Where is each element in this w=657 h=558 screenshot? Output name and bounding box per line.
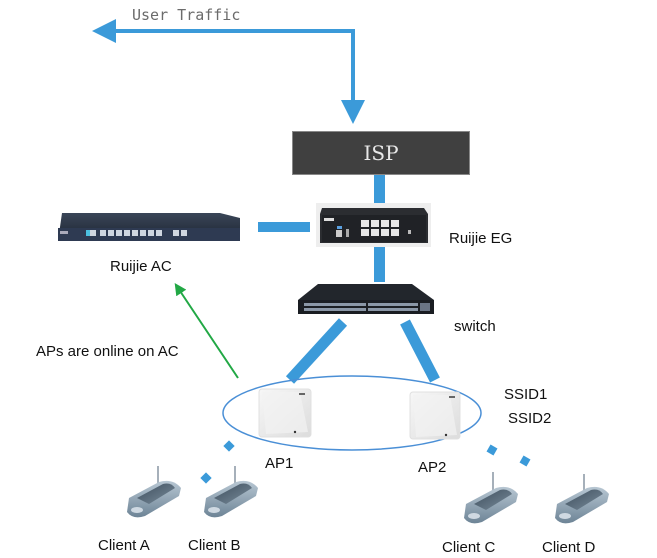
ap1-device (258, 388, 312, 438)
client-d-device (555, 474, 609, 524)
ap-group-ellipse (222, 375, 482, 451)
user-traffic-label: User Traffic (132, 6, 241, 24)
link-eg-switch (374, 246, 385, 282)
link-eg-ac (258, 222, 310, 232)
ssid1-label: SSID1 (504, 386, 548, 403)
switch-device (298, 284, 434, 314)
ap-management-arrow (174, 283, 239, 379)
ruijie-eg-label: Ruijie EG (449, 230, 513, 247)
client-b-label: Client B (188, 537, 241, 554)
ap2-device (409, 391, 461, 440)
ruijie-eg-device (316, 203, 431, 247)
aps-online-label: APs are online on AC (36, 343, 179, 360)
isp-label: ISP (363, 141, 399, 165)
ap1-label: AP1 (265, 455, 294, 472)
user-traffic-arrow (92, 19, 365, 124)
link-switch-ap2 (400, 319, 440, 383)
wireless-signal-dots (200, 440, 531, 484)
ruijie-ac-label: Ruijie AC (110, 258, 172, 275)
client-c-device (464, 472, 518, 524)
ssid2-label: SSID2 (508, 410, 552, 427)
isp-node: ISP (292, 131, 470, 175)
ap2-label: AP2 (418, 459, 447, 476)
client-b-device (204, 466, 258, 518)
client-a-device (127, 466, 181, 518)
ruijie-ac-device (58, 213, 240, 241)
switch-label: switch (454, 318, 496, 335)
client-d-label: Client D (542, 539, 596, 556)
client-c-label: Client C (442, 539, 496, 556)
link-switch-ap1 (285, 318, 348, 384)
wired-links (258, 174, 440, 384)
client-a-label: Client A (98, 537, 150, 554)
link-isp-eg (374, 174, 385, 206)
